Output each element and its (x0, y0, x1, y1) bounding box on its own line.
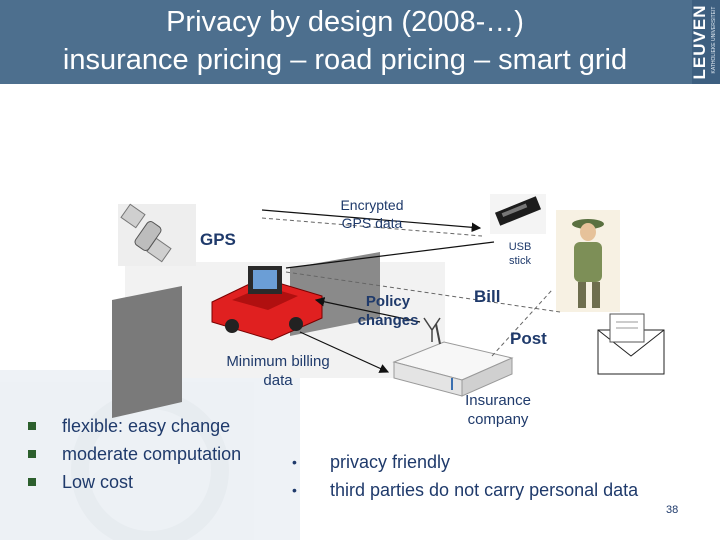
left-bullet-list: flexible: easy change moderate computati… (28, 412, 241, 496)
post-label: Post (510, 329, 547, 348)
title-bar: Privacy by design (2008-…) insurance pri… (0, 0, 720, 84)
slide-title-line-1: Privacy by design (2008-…) (166, 6, 524, 38)
antenna-icon (423, 317, 441, 342)
dashed-line-bill (491, 289, 553, 357)
encrypted-gps-data-label: Encrypted GPS data (340, 197, 404, 231)
page-number: 38 (666, 504, 679, 516)
customer-person-icon (556, 210, 620, 312)
arrow-policy-changes (314, 297, 421, 323)
satellite-icon (118, 203, 196, 266)
left-bullet-item: Low cost (28, 468, 241, 496)
arrow-minimum-billing (299, 331, 390, 373)
minimum-billing-data-label: Minimum billing data (226, 353, 330, 389)
bullet-square-icon (28, 478, 36, 486)
bill-label: Bill (474, 287, 501, 306)
insurance-server-icon (392, 323, 514, 397)
left-bullet-item: flexible: easy change (28, 412, 241, 440)
road-gate-left (112, 286, 182, 418)
usb-stick-icon (490, 194, 546, 234)
right-bullet-item: •privacy friendly (288, 448, 638, 476)
car-icon (211, 266, 323, 341)
envelope-icon (597, 313, 665, 375)
left-bullet-item: moderate computation (28, 440, 241, 468)
arrow-encrypted-gps (261, 209, 482, 233)
dashed-line-encrypted (261, 217, 483, 237)
policy-changes-label: Policy changes (357, 293, 419, 329)
university-logo (692, 0, 720, 84)
bullet-dot-icon: • (292, 454, 297, 470)
right-bullet-item: •third parties do not carry personal dat… (288, 476, 638, 504)
line-car-to-usb (285, 241, 495, 269)
right-bullet-list: •privacy friendly •third parties do not … (288, 448, 638, 504)
insurance-company-label: Insurance company (465, 392, 531, 428)
usb-stick-label: USB stick (508, 241, 532, 267)
gps-label: GPS (200, 230, 236, 249)
bullet-square-icon (28, 450, 36, 458)
bullet-square-icon (28, 422, 36, 430)
slide-title-line-2: insurance pricing – road pricing – smart… (62, 44, 628, 76)
bullet-dot-icon: • (292, 482, 297, 498)
